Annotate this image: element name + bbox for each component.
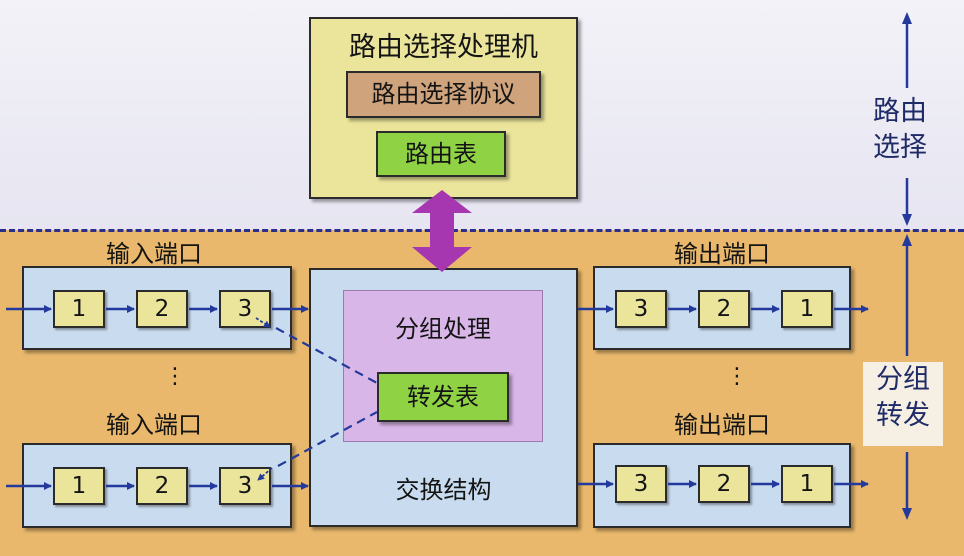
routing-processor-title: 路由选择处理机: [349, 32, 538, 63]
region-divider: [0, 229, 964, 232]
input-queue-item: 2: [136, 290, 188, 328]
side-range-arrows: [902, 12, 912, 520]
switch-fabric-label: 交换结构: [395, 476, 492, 504]
input-queue-item: 3: [219, 467, 271, 505]
output-queue-item: 2: [698, 290, 750, 328]
input-port-label-bottom: 输入端口: [106, 411, 202, 439]
routing-protocol-box: 路由选择协议: [346, 71, 541, 118]
output-queue-item: 1: [781, 465, 833, 503]
input-queue-item: 1: [53, 290, 105, 328]
forwarding-table-box: 转发表: [377, 372, 509, 422]
output-queue-item: 3: [615, 290, 667, 328]
lookup-pointers: [255, 317, 273, 481]
routing-update-arrow: [412, 190, 472, 272]
routing-table-box: 路由表: [376, 131, 506, 177]
output-queue-item: 2: [698, 465, 750, 503]
output-port-label-top: 输出端口: [674, 240, 770, 268]
input-port-label-top: 输入端口: [106, 240, 202, 268]
input-queue-item: 2: [136, 467, 188, 505]
routing-side-label: 路由选择: [873, 96, 927, 163]
input-queue-item: 1: [53, 467, 105, 505]
output-port-label-bottom: 输出端口: [674, 411, 770, 439]
packet-processing-label: 分组处理: [395, 315, 491, 343]
output-queue-item: 1: [781, 290, 833, 328]
forwarding-lookup-lines: [275, 327, 378, 467]
forwarding-side-label: 分组转发: [863, 362, 943, 446]
output-queue-item: 3: [615, 465, 667, 503]
